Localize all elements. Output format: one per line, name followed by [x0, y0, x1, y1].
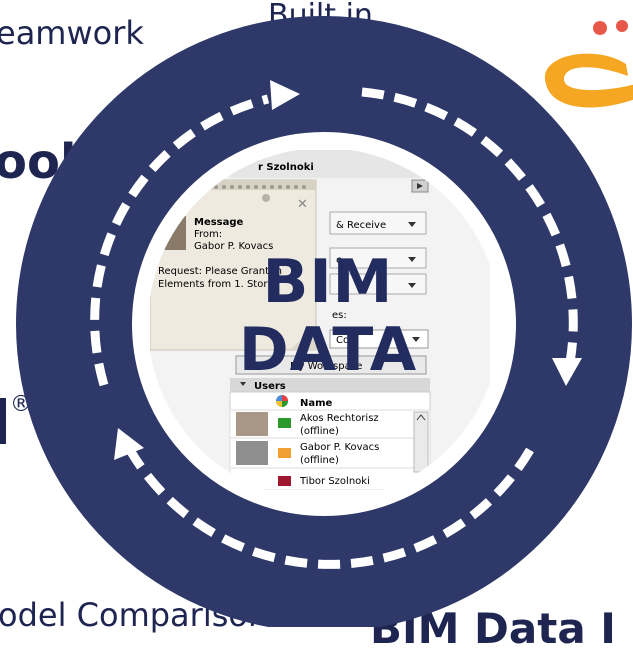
cycle-ring	[16, 16, 632, 627]
teamwork-window: r Szolnoki & Receive e... es: Colo My Wo…	[149, 150, 490, 491]
row3-dropdown[interactable]	[329, 273, 427, 295]
roles-label: es:	[332, 310, 347, 321]
user-color-swatch	[278, 448, 291, 458]
send-receive-label: & Receive	[336, 220, 386, 231]
message-body-line1: Request: Please Grant m	[158, 266, 282, 277]
user-status: (offline)	[300, 455, 339, 466]
my-workspace-label: My Workspace	[290, 361, 362, 372]
row2-label: e...	[336, 255, 352, 266]
color-select[interactable]	[329, 329, 429, 349]
message-from-label: From:	[194, 229, 222, 240]
collapse-icon[interactable]	[240, 382, 246, 386]
orange-logo-icon	[544, 20, 633, 108]
arrowhead-right-icon	[552, 358, 582, 386]
dashed-arc-top-left	[90, 94, 270, 387]
teamwork-screenshot: r Szolnoki & Receive e... es: Colo My Wo…	[149, 150, 490, 491]
user-name: Gabor P. Kovacs	[300, 442, 379, 453]
center-title-line2: DATA	[238, 315, 418, 385]
arrowhead-left-icon	[114, 428, 144, 460]
message-from-name: Gabor P. Kovacs	[194, 241, 273, 252]
name-column-header: Name	[300, 398, 333, 409]
avatar	[236, 412, 268, 436]
center-title-line1: BIM	[262, 247, 394, 317]
close-icon[interactable]: ✕	[297, 197, 308, 212]
my-workspace-button[interactable]	[235, 355, 427, 375]
teamwork-text: eamwork	[0, 14, 144, 52]
user-row-akos[interactable]: Akos Rechtorisz (offline)	[229, 409, 431, 439]
row2-dropdown[interactable]	[329, 247, 427, 269]
chevron-down-icon	[408, 222, 416, 227]
user-color-swatch	[278, 476, 291, 486]
user-status: (offline)	[300, 426, 339, 437]
message-body-line2: Elements from 1. Story.	[158, 279, 275, 290]
dashed-arc-bottom	[126, 447, 534, 569]
window-title: r Szolnoki	[258, 162, 314, 173]
user-name: Akos Rechtorisz	[300, 413, 379, 424]
center-title: BIM DATA	[188, 248, 468, 384]
color-select-label: Colo	[336, 335, 358, 346]
message-title: Message	[194, 217, 244, 228]
user-color-swatch	[278, 418, 291, 428]
user-name: Tibor Szolnoki	[299, 476, 370, 487]
send-receive-button[interactable]	[329, 211, 427, 235]
avatar	[236, 441, 268, 465]
logo-bar-fragment	[0, 398, 6, 444]
users-header: Users	[254, 381, 286, 392]
user-row-gabor[interactable]: Gabor P. Kovacs (offline)	[229, 437, 431, 469]
pin-icon	[262, 194, 270, 202]
arrowhead-top-icon	[270, 80, 300, 110]
